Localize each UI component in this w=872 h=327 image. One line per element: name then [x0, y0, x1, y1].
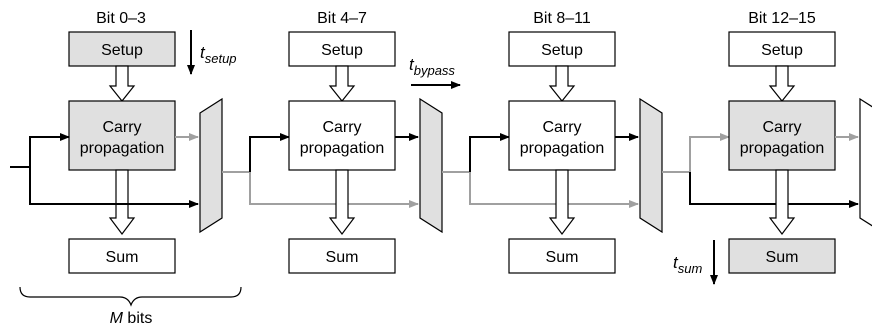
stage-1-setup-label: Setup	[321, 42, 363, 59]
stage-3-mux	[859, 97, 872, 227]
t-setup-label: tsetup	[200, 43, 237, 66]
stage-3-setup-box	[728, 31, 836, 67]
stage-0: Bit 0–3 Setup Carry propagation Sum tset…	[10, 10, 237, 274]
stage-0-setup-label: Setup	[101, 42, 143, 59]
stage-3-carry-in-line	[689, 133, 730, 172]
stage-1: Bit 4–7 Setup Carry propagation Sum tbyp…	[288, 10, 461, 274]
stage-0-carry-in-line	[29, 133, 70, 205]
stage-1-sum-box	[288, 238, 396, 274]
stage-2-mux	[639, 97, 663, 234]
stage-0-carry-label-2: propagation	[80, 140, 165, 157]
stage-3-carry-label-2: propagation	[740, 140, 825, 157]
stage-2-carry-label-1: Carry	[542, 119, 581, 136]
stage-3-sum-label: Sum	[766, 249, 799, 266]
stage-2-carry-in-line	[469, 133, 510, 172]
stage-0-mux	[199, 97, 223, 234]
stage-1-carry-label-1: Carry	[322, 119, 361, 136]
stage-3-carry-box	[728, 100, 836, 171]
stage-1-carry-in-line	[249, 133, 290, 172]
stage-2-carry-box	[508, 100, 616, 171]
stage-3-carry-label-1: Carry	[762, 119, 801, 136]
stage-2-carry-label-2: propagation	[520, 140, 605, 157]
stage-1-setup-arrow	[328, 65, 356, 102]
stage-0-bits-label: Bit 0–3	[96, 10, 146, 27]
stage-1-carry-label-2: propagation	[300, 140, 385, 157]
stage-0-sum-box	[68, 238, 176, 274]
stage-2-setup-label: Setup	[541, 42, 583, 59]
stage-1-carry-box	[288, 100, 396, 171]
stage-3-bypass-in-line	[689, 172, 859, 208]
t-bypass-label: tbypass	[409, 55, 455, 78]
stage-0-sum-label: Sum	[106, 249, 139, 266]
stage-2-bits-label: Bit 8–11	[533, 10, 591, 27]
stage-0-setup-arrow	[108, 65, 136, 102]
stage-0-sum-arrow	[108, 169, 136, 235]
stage-2-sum-arrow	[548, 169, 576, 235]
stage-2: Bit 8–11 Setup Carry propagation Sum	[508, 10, 663, 274]
stage-0-setup-box	[68, 31, 176, 67]
stage-3-sum-box	[728, 238, 836, 274]
stage-1-sum-label: Sum	[326, 249, 359, 266]
stage-0-carry-box	[68, 100, 176, 171]
m-bits-brace	[19, 286, 242, 307]
stage-1-bypass-in-line	[249, 172, 419, 208]
stage-2-bypass-in-line	[469, 172, 639, 208]
stage-3: Bit 12–15 Setup Carry propagation Sum ts…	[673, 10, 872, 285]
stage-1-bits-label: Bit 4–7	[317, 10, 367, 27]
stage-1-setup-box	[288, 31, 396, 67]
stage-2-sum-box	[508, 238, 616, 274]
stage-3-setup-label: Setup	[761, 42, 803, 59]
stage-1-sum-arrow	[328, 169, 356, 235]
stage-1-mux	[419, 97, 443, 234]
stage-3-sum-arrow	[768, 169, 796, 235]
stage-2-setup-box	[508, 31, 616, 67]
m-bits-label: M bits	[110, 310, 153, 327]
t-sum-label: tsum	[673, 253, 702, 276]
stage-3-setup-arrow	[768, 65, 796, 102]
stage-3-bits-label: Bit 12–15	[748, 10, 816, 27]
stage-0-carry-label-1: Carry	[102, 119, 141, 136]
stage-2-setup-arrow	[548, 65, 576, 102]
stage-2-sum-label: Sum	[546, 249, 579, 266]
